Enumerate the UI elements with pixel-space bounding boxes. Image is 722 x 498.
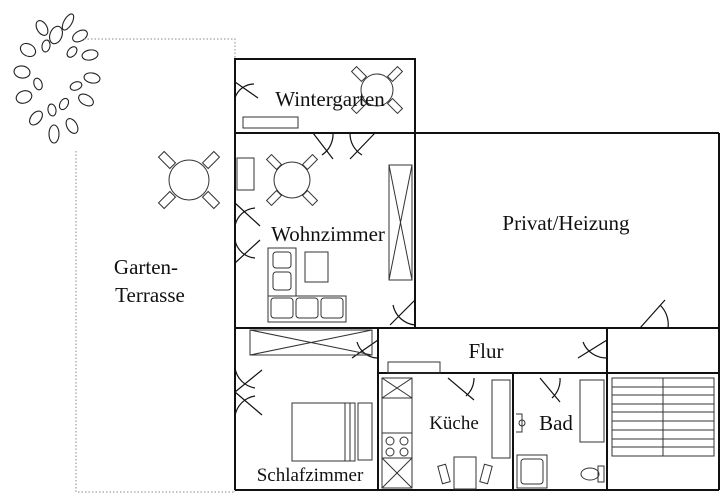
kueche-furniture (381, 377, 511, 490)
schlafzimmer-label: Schlafzimmer (257, 465, 364, 486)
wintergarten-label: Wintergarten (275, 87, 385, 111)
tree-icon (13, 13, 101, 144)
bad-label: Bad (539, 411, 573, 435)
terrasse-label-line2: Terrasse (115, 283, 185, 307)
schlafzimmer-furniture (249, 329, 373, 462)
privat-label: Privat/Heizung (502, 211, 630, 235)
doors (234, 81, 669, 417)
flur-shelf (387, 361, 441, 374)
wohnzimmer-label: Wohnzimmer (271, 222, 385, 246)
terrasse-label-line1: Garten- (114, 255, 178, 279)
kueche-label: Küche (429, 413, 479, 434)
flur-label: Flur (468, 339, 503, 363)
terrace-table-icon (157, 150, 221, 210)
bad-furniture (516, 379, 605, 489)
wohnzimmer-furniture (236, 153, 413, 323)
stairs-icon (611, 377, 715, 457)
wintergarten-furniture (242, 65, 404, 129)
